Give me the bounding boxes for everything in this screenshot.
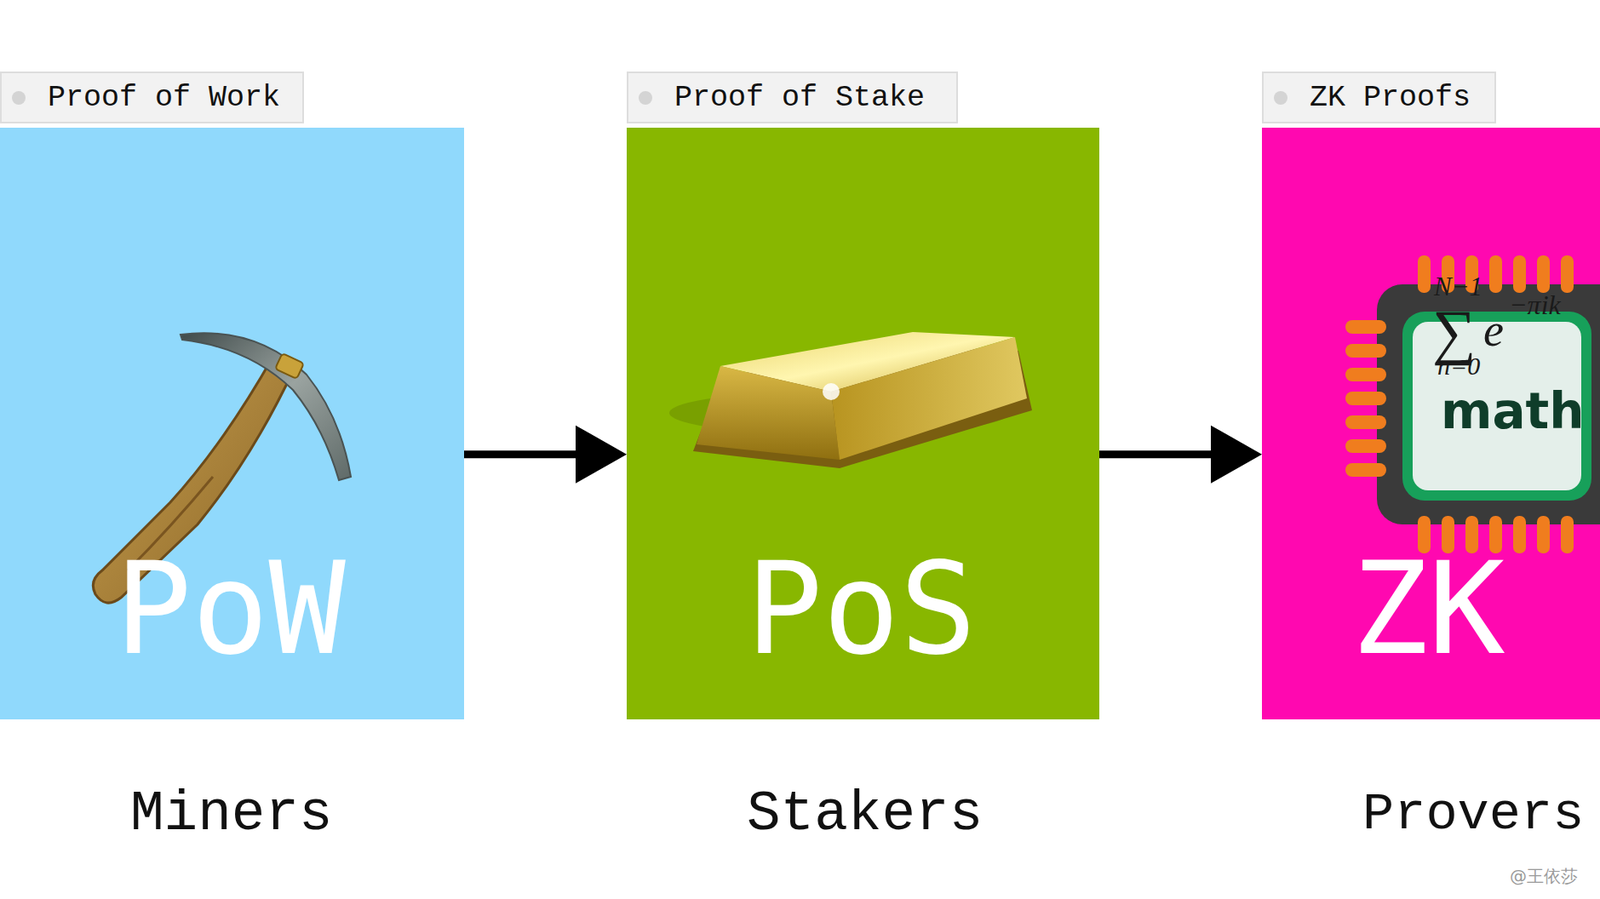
- role-caption: Stakers: [746, 786, 983, 844]
- math-formula: math: [1440, 386, 1585, 436]
- stage-box: PoS Proof of Stake: [626, 71, 1100, 720]
- tab-title: ZK Proofs: [1309, 80, 1471, 115]
- tab-dot: [638, 91, 653, 105]
- flow-arrow: [1099, 425, 1262, 484]
- arrow-head: [1210, 425, 1262, 484]
- tab-header: Proof of Stake: [626, 71, 958, 124]
- arrow-head: [575, 425, 627, 484]
- flow-arrow: [464, 425, 627, 484]
- role-caption: Provers: [1362, 788, 1584, 842]
- acronym: PoW: [114, 544, 346, 673]
- math-formula: e: [1483, 307, 1504, 354]
- acronym: PoS: [745, 544, 977, 673]
- tab-header: ZK Proofs: [1261, 71, 1497, 124]
- tab-header: Proof of Work: [0, 71, 304, 124]
- math-formula: n=0: [1437, 353, 1480, 379]
- arrow-shaft: [464, 450, 580, 459]
- acronym: ZK: [1351, 544, 1506, 673]
- watermark: @王依莎: [1509, 867, 1578, 885]
- math-formula: −πik: [1508, 291, 1561, 319]
- tab-title: Proof of Stake: [674, 80, 925, 115]
- tab-dot: [1273, 91, 1288, 105]
- tab-dot: [11, 91, 26, 105]
- arrow-shaft: [1099, 450, 1215, 459]
- color-panel: PoS: [626, 127, 1100, 720]
- stage-box: PoW Proof of Work: [0, 71, 465, 720]
- role-caption: Miners: [130, 786, 333, 844]
- math-formula: N−1: [1433, 273, 1483, 300]
- color-panel: PoW: [0, 127, 465, 720]
- tab-title: Proof of Work: [47, 80, 281, 115]
